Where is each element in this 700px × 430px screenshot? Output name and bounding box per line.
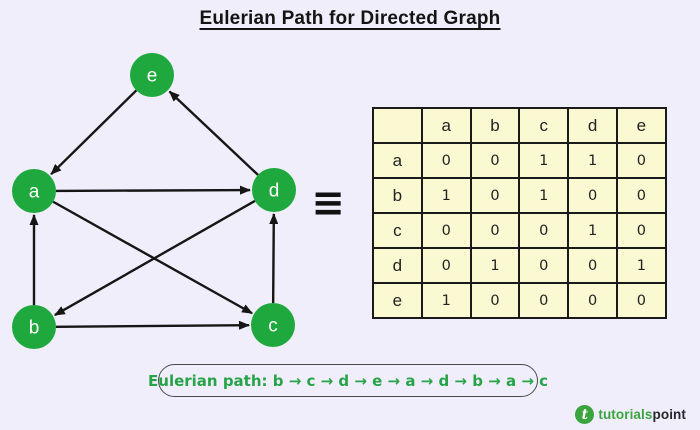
matrix-cell-b-c: 1	[518, 177, 570, 214]
matrix-cell-d-e: 1	[615, 247, 667, 284]
matrix-cell-c-a: 0	[420, 212, 472, 249]
brand-text-secondary: point	[652, 407, 686, 422]
edge-a-c	[52, 200, 253, 315]
graph-node-d	[252, 168, 296, 212]
matrix-cell-d-a: 0	[420, 247, 472, 284]
edge-b-c	[55, 320, 251, 330]
edge-c-d	[269, 212, 279, 304]
matrix-cell-e-e: 0	[615, 282, 667, 319]
matrix-corner-cell	[372, 107, 423, 144]
node-label-d: d	[269, 181, 280, 202]
matrix-cell-b-b: 0	[469, 177, 521, 214]
graph-node-a	[12, 169, 56, 213]
matrix-cell-b-d: 0	[567, 177, 618, 214]
matrix-cell-a-b: 0	[469, 142, 521, 179]
equivalence-icon: ≡	[311, 180, 345, 226]
node-label-e: e	[147, 66, 158, 87]
matrix-row-header-e: e	[372, 282, 423, 319]
matrix-row-header-b: b	[372, 177, 423, 214]
edge-d-e	[168, 90, 259, 176]
matrix-cell-b-a: 1	[420, 177, 472, 214]
matrix-cell-c-c: 0	[518, 212, 570, 249]
tutorialspoint-logo: t tutorialspoint	[575, 405, 686, 424]
matrix-cell-b-e: 0	[615, 177, 667, 214]
matrix-cell-e-d: 0	[567, 282, 618, 319]
matrix-cell-c-d: 1	[567, 212, 618, 249]
edge-e-a	[50, 89, 138, 176]
matrix-cell-e-a: 1	[420, 282, 472, 319]
directed-graph: e a d b c	[12, 53, 296, 349]
matrix-col-header-d: d	[567, 107, 618, 144]
edge-d-b	[53, 199, 256, 317]
graph-node-e	[130, 53, 174, 97]
matrix-col-header-c: c	[518, 107, 570, 144]
matrix-col-header-b: b	[469, 107, 521, 144]
matrix-cell-d-d: 0	[567, 247, 618, 284]
matrix-row-header-c: c	[372, 212, 423, 249]
matrix-col-header-e: e	[615, 107, 667, 144]
matrix-cell-e-b: 0	[469, 282, 521, 319]
matrix-cell-c-e: 0	[615, 212, 667, 249]
edge-a-d	[55, 185, 252, 195]
graph-node-b	[12, 305, 56, 349]
matrix-cell-d-b: 1	[469, 247, 521, 284]
matrix-cell-c-b: 0	[469, 212, 521, 249]
eulerian-path-text: Eulerian path: b → c → d → e → a → d → b…	[148, 371, 548, 390]
matrix-cell-a-d: 1	[567, 142, 618, 179]
node-label-c: c	[268, 316, 278, 337]
matrix-row-header-a: a	[372, 142, 423, 179]
page-title: Eulerian Path for Directed Graph	[199, 8, 501, 29]
matrix-cell-e-c: 0	[518, 282, 570, 319]
matrix-col-header-a: a	[420, 107, 472, 144]
matrix-cell-d-c: 0	[518, 247, 570, 284]
eulerian-path-caption: Eulerian path: b → c → d → e → a → d → b…	[148, 364, 548, 397]
node-label-a: a	[29, 182, 40, 203]
tutorialspoint-icon: t	[575, 405, 595, 424]
brand-text: tutorialspoint	[598, 407, 686, 422]
matrix-cell-a-a: 0	[420, 142, 472, 179]
graph-node-c	[251, 303, 295, 347]
matrix-row-header-d: d	[372, 247, 423, 284]
brand-text-primary: tutorials	[598, 407, 653, 422]
matrix-cell-a-e: 0	[615, 142, 667, 179]
matrix-cell-a-c: 1	[518, 142, 570, 179]
node-label-b: b	[29, 318, 40, 339]
